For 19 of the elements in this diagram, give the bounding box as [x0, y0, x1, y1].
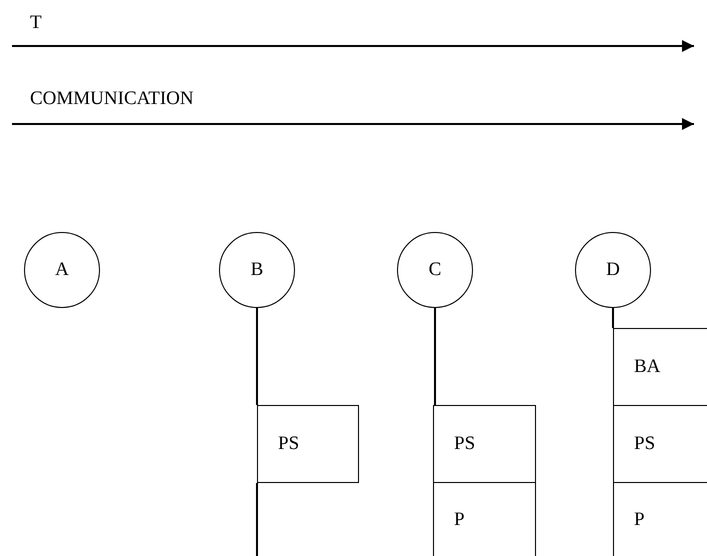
stack-box: [613, 328, 707, 406]
node-label: C: [428, 259, 442, 281]
stack-box: [257, 405, 359, 483]
axis-label: T: [30, 12, 42, 34]
node-label: P: [634, 508, 645, 530]
connector-line: [612, 308, 614, 328]
node-label: PS: [634, 433, 656, 455]
node-label: D: [606, 259, 620, 281]
stack-box: [433, 482, 536, 556]
node-label: PS: [454, 433, 476, 455]
stack-box: [433, 405, 536, 483]
node-label: A: [55, 259, 69, 281]
node-label: PS: [278, 433, 300, 455]
axis-label: COMMUNICATION: [30, 88, 194, 110]
connector-line: [434, 308, 436, 405]
node-label: P: [454, 508, 465, 530]
node-label: BA: [634, 356, 660, 378]
connector-line: [256, 308, 258, 405]
node-label: B: [250, 259, 264, 281]
